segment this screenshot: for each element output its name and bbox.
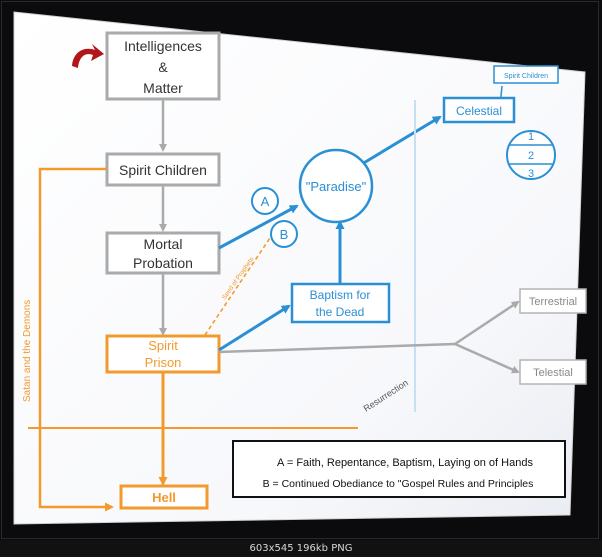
baptism-line-1: Baptism for	[310, 288, 371, 302]
arrow-paradise-to-celestial	[361, 115, 442, 166]
legend-line-a: A = Faith, Repentance, Baptism, Laying o…	[277, 457, 533, 469]
arrow-prison-to-baptism	[218, 304, 291, 352]
route-prison-to-fork	[218, 342, 456, 354]
box-baptism-for-dead: Baptism for the Dead	[290, 282, 391, 324]
curved-arrow-icon	[72, 44, 104, 68]
satan-path	[38, 167, 114, 512]
spirit-children-label: Spirit Children	[119, 162, 207, 178]
intelligences-line-2: &	[158, 59, 168, 75]
arrow-mortal-to-paradise	[218, 204, 299, 250]
box-mortal-probation: Mortal Probation	[105, 231, 221, 275]
celestial-level-3: 3	[528, 168, 534, 180]
prison-line-1: Spirit	[148, 338, 178, 353]
baptism-line-2: the Dead	[316, 305, 365, 319]
circle-b: B	[270, 220, 298, 248]
diagram-board	[13, 11, 586, 525]
mortal-line-1: Mortal	[144, 236, 183, 252]
intelligences-line-1: Intelligences	[124, 38, 202, 54]
box-celestial: Celestial	[442, 96, 516, 124]
telestial-label: Telestial	[533, 367, 573, 379]
paradise-label: "Paradise"	[306, 179, 367, 194]
tag-spirit-children: Spirit Children	[493, 65, 559, 84]
celestial-level-1: 1	[528, 131, 534, 143]
box-intelligences: Intelligences & Matter	[105, 31, 221, 101]
hell-label: Hell	[152, 490, 176, 505]
diagram-canvas: Intelligences & Matter Spirit Children M…	[13, 11, 587, 525]
mortal-line-2: Probation	[133, 255, 193, 271]
legend-box: A = Faith, Repentance, Baptism, Laying o…	[232, 440, 566, 498]
circle-b-label: B	[280, 227, 289, 242]
image-caption: 603x545 196kb PNG	[0, 540, 602, 557]
box-telestial: Telestial	[519, 359, 587, 385]
route-to-telestial	[454, 342, 520, 374]
intelligences-line-3: Matter	[143, 80, 183, 96]
spirit-children-tag-label: Spirit Children	[504, 73, 548, 80]
blue-paths	[218, 85, 503, 412]
box-hell: Hell	[119, 484, 209, 510]
prison-line-2: Prison	[145, 355, 182, 370]
route-to-terrestrial	[454, 300, 520, 346]
satan-label: Satan and the Demons	[22, 300, 33, 402]
box-terrestrial: Terrestrial	[519, 288, 587, 314]
image-frame	[1, 1, 599, 539]
celestial-level-2: 2	[528, 150, 534, 162]
celestial-label: Celestial	[456, 104, 502, 118]
box-spirit-prison: Spirit Prison	[105, 334, 221, 374]
circle-paradise: "Paradise"	[298, 148, 374, 224]
celestial-levels-circle: 1 2 3	[506, 130, 556, 180]
circle-a-label: A	[261, 194, 270, 209]
circle-a: A	[251, 187, 279, 215]
box-spirit-children: Spirit Children	[105, 152, 221, 187]
legend-line-b: B = Continued Obediance to "Gospel Rules…	[263, 478, 534, 490]
terrestrial-label: Terrestrial	[529, 296, 577, 308]
seed-of-prophets-line	[204, 224, 280, 336]
